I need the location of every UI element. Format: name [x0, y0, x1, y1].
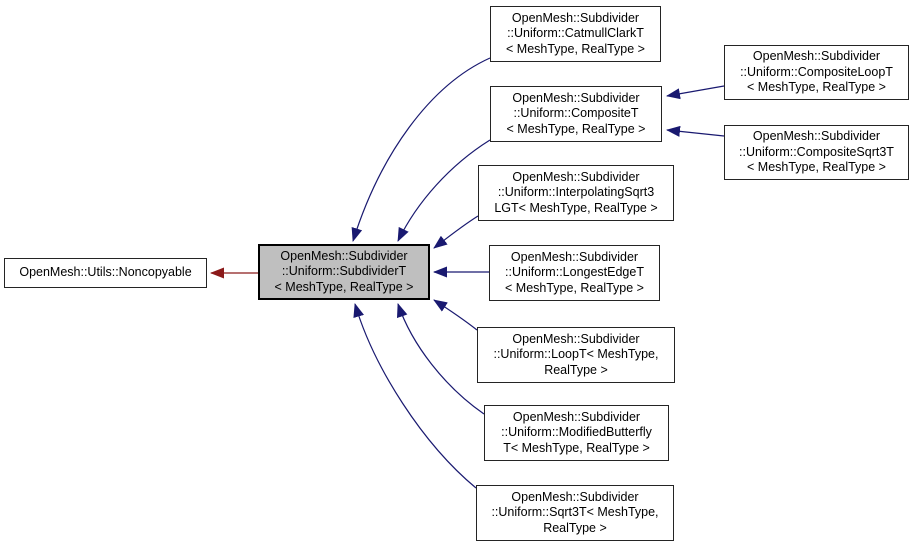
class-name-line: T< MeshType, RealType >: [503, 440, 650, 455]
class-node-compositeloop[interactable]: OpenMesh::Subdivider ::Uniform::Composit…: [724, 45, 909, 100]
class-node-loop[interactable]: OpenMesh::Subdivider ::Uniform::LoopT< M…: [477, 327, 675, 383]
class-name-line: ::Uniform::LongestEdgeT: [505, 265, 644, 280]
class-node-noncopyable[interactable]: OpenMesh::Utils::Noncopyable: [4, 258, 207, 288]
class-node-longestedge[interactable]: OpenMesh::Subdivider ::Uniform::LongestE…: [489, 245, 660, 301]
class-name-line: < MeshType, RealType >: [274, 279, 414, 294]
edge-composite-to-subdividert: [397, 139, 491, 242]
class-name-line: ::Uniform::CompositeLoopT: [740, 64, 893, 79]
edge-sqrt3-to-subdividert: [353, 303, 477, 489]
class-node-catmullclark[interactable]: OpenMesh::Subdivider ::Uniform::CatmullC…: [490, 6, 661, 62]
class-name-line: ::Uniform::Sqrt3T< MeshType,: [491, 505, 659, 520]
class-name-line: RealType >: [543, 520, 607, 535]
edge-compositesqrt3-to-composite: [666, 125, 725, 137]
class-name-line: OpenMesh::Subdivider: [280, 248, 408, 263]
class-name-line: ::Uniform::CatmullClarkT: [507, 26, 644, 41]
class-name-line: < MeshType, RealType >: [506, 41, 645, 56]
class-name-line: < MeshType, RealType >: [506, 121, 646, 136]
class-node-modifiedbutterfly[interactable]: OpenMesh::Subdivider ::Uniform::Modified…: [484, 405, 669, 461]
class-name-line: OpenMesh::Subdivider: [512, 409, 641, 424]
class-name-line: ::Uniform::LoopT< MeshType,: [493, 347, 659, 362]
class-name-line: ::Uniform::InterpolatingSqrt3: [497, 185, 655, 200]
class-name-line: < MeshType, RealType >: [505, 280, 644, 295]
edge-catmullclark-to-subdividert: [351, 57, 491, 242]
class-name-line: OpenMesh::Utils::Noncopyable: [19, 265, 192, 280]
class-name-line: OpenMesh::Subdivider: [512, 90, 640, 105]
class-node-composite[interactable]: OpenMesh::Subdivider ::Uniform::Composit…: [490, 86, 662, 142]
edge-compositeloop-to-composite: [666, 85, 725, 100]
class-name-line: OpenMesh::Subdivider: [752, 129, 881, 144]
class-node-subdividert-current: OpenMesh::Subdivider ::Uniform::Subdivid…: [258, 244, 430, 300]
class-name-line: ::Uniform::CompositeSqrt3T: [739, 144, 894, 159]
edge-interpolatingsqrt3-to-subdividert: [433, 215, 479, 249]
class-node-interpolatingsqrt3[interactable]: OpenMesh::Subdivider ::Uniform::Interpol…: [478, 165, 674, 221]
edge-modifiedbutterfly-to-subdividert: [397, 303, 485, 415]
class-name-line: OpenMesh::Subdivider: [511, 489, 639, 504]
class-name-line: ::Uniform::CompositeT: [513, 106, 639, 121]
class-name-line: OpenMesh::Subdivider: [512, 331, 640, 346]
class-name-line: OpenMesh::Subdivider: [752, 49, 881, 64]
class-name-line: OpenMesh::Subdivider: [510, 249, 639, 264]
class-name-line: ::Uniform::ModifiedButterfly: [501, 425, 652, 440]
class-node-sqrt3[interactable]: OpenMesh::Subdivider ::Uniform::Sqrt3T< …: [476, 485, 674, 541]
class-name-line: OpenMesh::Subdivider: [512, 169, 640, 184]
class-name-line: < MeshType, RealType >: [747, 80, 886, 95]
class-name-line: LGT< MeshType, RealType >: [494, 200, 658, 215]
edge-loop-to-subdividert: [433, 299, 478, 331]
class-name-line: OpenMesh::Subdivider: [511, 10, 640, 25]
class-node-compositesqrt3[interactable]: OpenMesh::Subdivider ::Uniform::Composit…: [724, 125, 909, 180]
class-name-line: ::Uniform::SubdividerT: [281, 264, 407, 279]
class-name-line: RealType >: [544, 362, 608, 377]
class-name-line: < MeshType, RealType >: [747, 160, 886, 175]
